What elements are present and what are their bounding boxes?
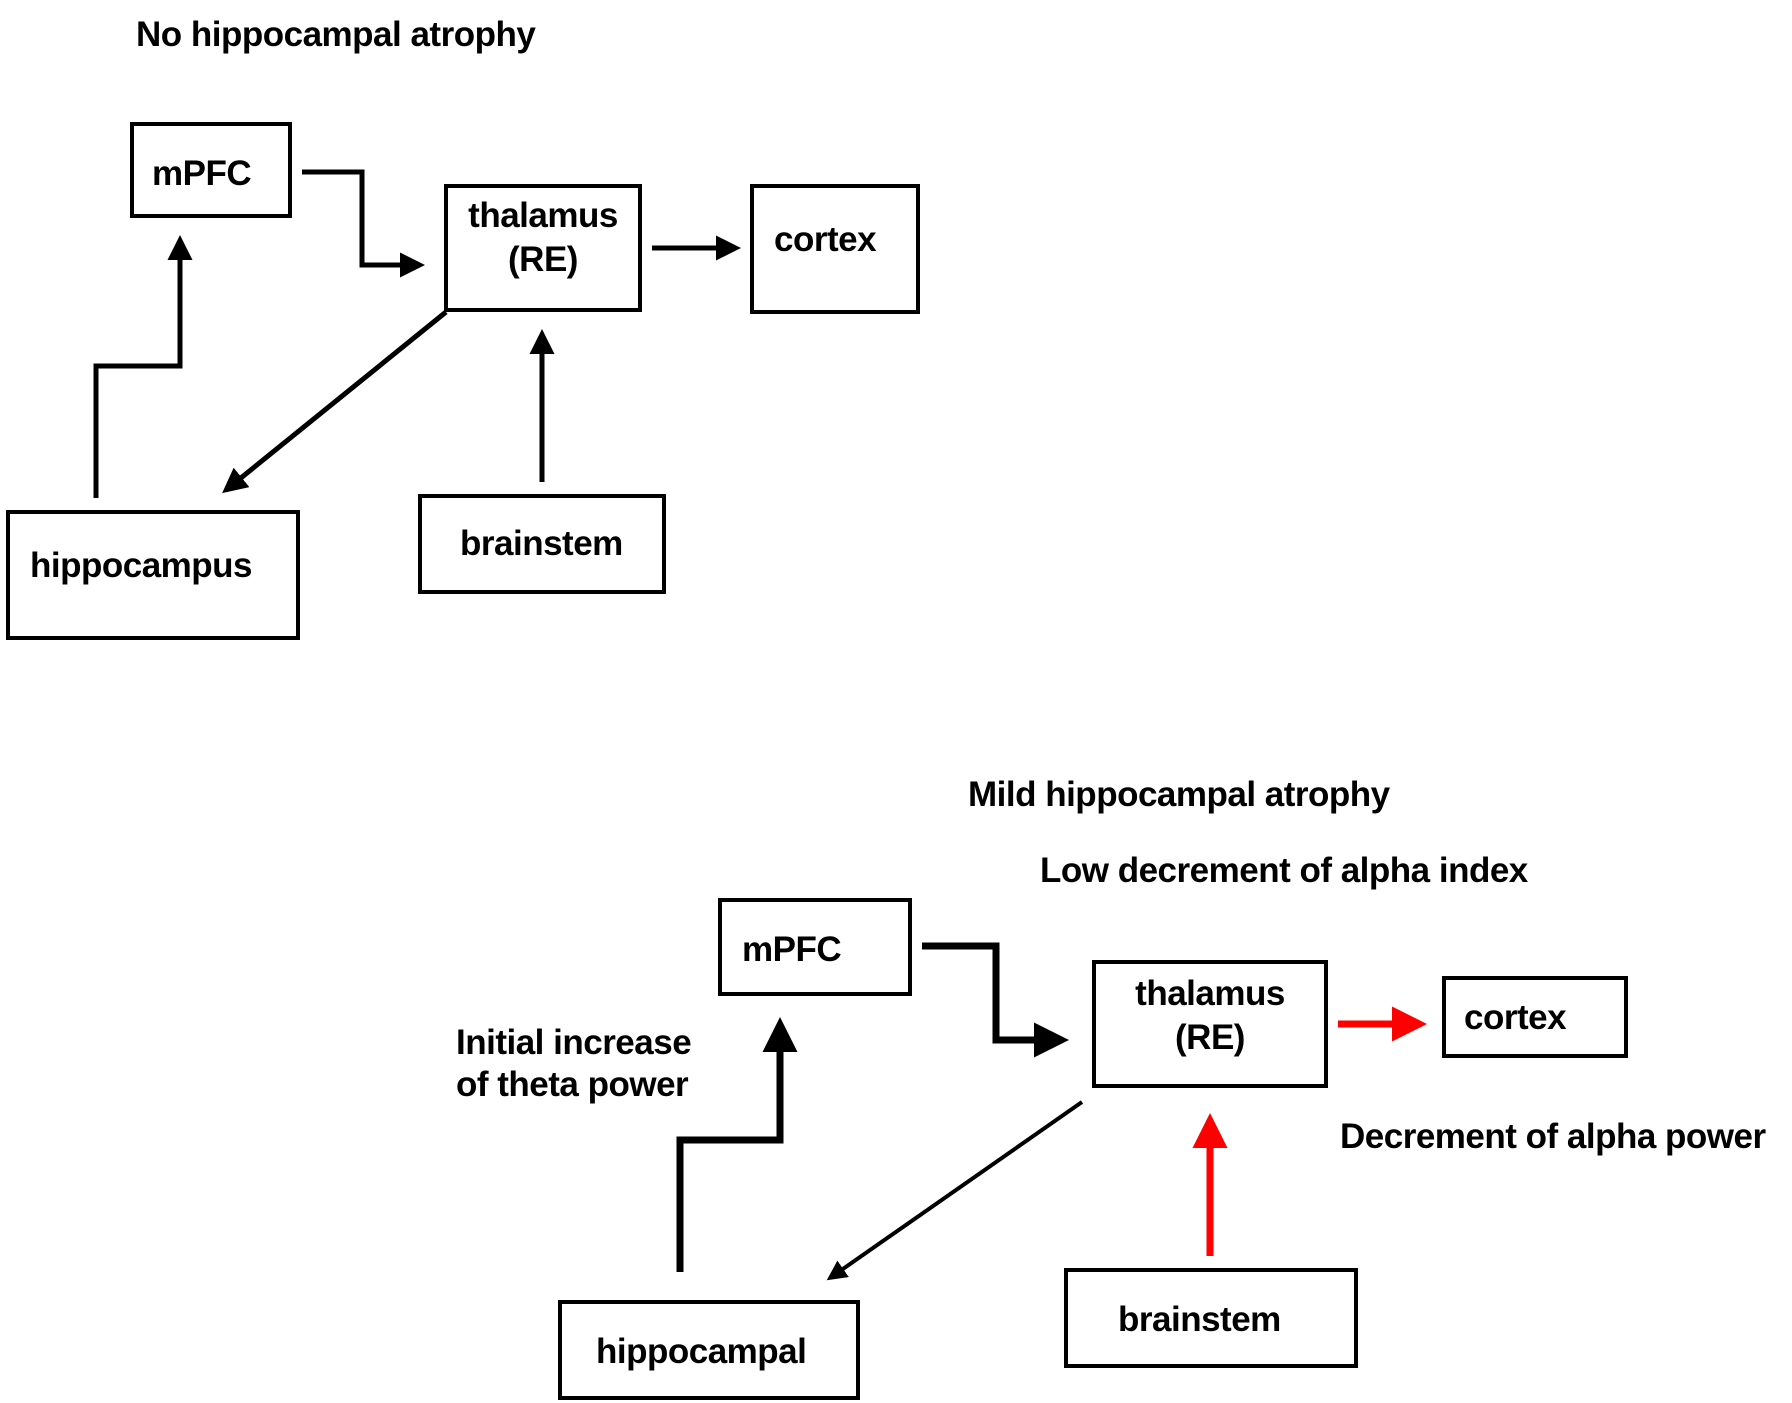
alpha-annotation: Decrement of alpha power (1340, 1117, 1766, 1156)
theta-annotation-line1: Initial increase (456, 1023, 692, 1062)
top-thalamus-box: thalamus (RE) (444, 184, 642, 312)
theta-annotation: Initial increase of theta power (456, 1022, 692, 1106)
bottom-cortex-box: cortex (1442, 976, 1628, 1058)
bottom-brainstem-label: brainstem (1118, 1300, 1281, 1339)
bottom-brainstem-box: brainstem (1064, 1268, 1358, 1368)
top-hippocampus-box: hippocampus (6, 510, 300, 640)
top-mpfc-box: mPFC (130, 122, 292, 218)
bottom-arrow-thalamus-to-hippocampal (826, 1100, 1084, 1281)
top-cortex-label: cortex (774, 220, 877, 259)
bottom-mpfc-box: mPFC (718, 898, 912, 996)
top-brainstem-label: brainstem (460, 524, 623, 563)
bottom-thalamus-label: thalamus (RE) (1096, 972, 1324, 1060)
bottom-hippocampal-box: hippocampal (558, 1300, 860, 1400)
bottom-thalamus-label-line2: (RE) (1175, 1017, 1245, 1057)
bottom-arrow-mpfc-to-thalamus (922, 942, 1069, 1058)
bottom-thalamus-label-line1: thalamus (1135, 974, 1285, 1013)
top-thalamus-label-line1: thalamus (468, 196, 618, 235)
bottom-thalamus-box: thalamus (RE) (1092, 960, 1328, 1088)
top-diagram-title: No hippocampal atrophy (136, 15, 536, 54)
top-mpfc-label: mPFC (152, 154, 252, 193)
bottom-diagram-title: Mild hippocampal atrophy (968, 775, 1390, 814)
bottom-hippocampal-label: hippocampal (596, 1332, 807, 1371)
top-hippocampus-label: hippocampus (30, 546, 253, 585)
top-thalamus-label-line2: (RE) (508, 239, 578, 279)
top-arrow-thalamus-to-hippocampus (222, 310, 448, 494)
top-cortex-box: cortex (750, 184, 920, 314)
top-brainstem-box: brainstem (418, 494, 666, 594)
top-arrow-hippocampus-to-mpfc (93, 235, 193, 498)
bottom-arrow-hippocampal-to-mpfc (676, 1017, 798, 1272)
top-arrow-mpfc-to-thalamus (302, 169, 425, 278)
bottom-mpfc-label: mPFC (742, 930, 842, 969)
top-thalamus-label: thalamus (RE) (448, 194, 638, 282)
bottom-diagram-subtitle: Low decrement of alpha index (1040, 851, 1528, 890)
theta-annotation-line2: of theta power (456, 1065, 689, 1104)
bottom-cortex-label: cortex (1464, 998, 1567, 1037)
